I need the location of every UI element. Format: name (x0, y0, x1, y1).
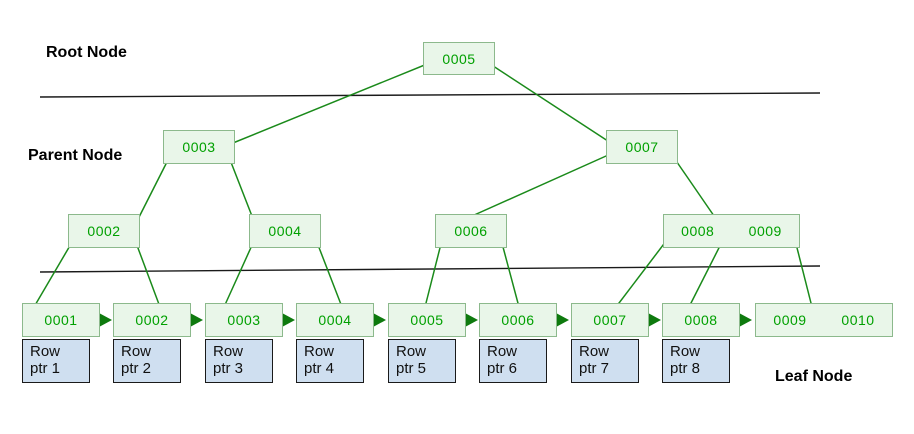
row-ptr-8-line1: Row (670, 343, 701, 360)
row-ptr-5-line2: ptr 5 (396, 360, 427, 377)
row-ptr-4-line1: Row (304, 343, 335, 360)
row-ptr-1-line2: ptr 1 (30, 360, 61, 377)
leaf-node-0008-key-1: 0008 (684, 312, 718, 328)
leaf-node-0005[interactable]: 0005 (388, 303, 466, 337)
row-ptr-2-line1: Row (121, 343, 152, 360)
leaf-node-0004[interactable]: 0004 (296, 303, 374, 337)
row-ptr-5-line1: Row (396, 343, 427, 360)
row-ptr-7-line2: ptr 7 (579, 360, 610, 377)
row-ptr-1-line1: Row (30, 343, 61, 360)
leaf-arrow-3-4-head (282, 313, 295, 327)
row-ptr-8-line2: ptr 8 (670, 360, 701, 377)
leaf-node-0001-key-1: 0001 (44, 312, 78, 328)
separator-root-parent (39, 92, 821, 98)
internal-node-0004[interactable]: 0004 (249, 214, 321, 248)
parent-node-label: Parent Node (28, 147, 123, 164)
leaf-node-label: Leaf Node (775, 368, 853, 385)
leaf-arrow-4-5-head (373, 313, 386, 327)
leaf-node-0006[interactable]: 0006 (479, 303, 557, 337)
internal-node-0006[interactable]: 0006 (435, 214, 507, 248)
internal-node-0004-key-1: 0004 (268, 223, 302, 239)
internal-node-0008-0009-key-2: 0009 (748, 223, 782, 239)
leaf-node-0002-key-1: 0002 (135, 312, 169, 328)
leaf-arrow-5-6-head (465, 313, 478, 327)
row-ptr-4-line2: ptr 4 (304, 360, 335, 377)
leaf-node-0009-0010-key-2: 0010 (841, 312, 875, 328)
leaf-arrow-8-9-head (739, 313, 752, 327)
leaf-arrow-6-7-head (556, 313, 569, 327)
leaf-node-0002[interactable]: 0002 (113, 303, 191, 337)
root-node-0005-key-1: 0005 (442, 50, 476, 67)
parent-node-0007-key-1: 0007 (625, 139, 659, 155)
leaf-node-0004-key-1: 0004 (318, 312, 352, 328)
leaf-node-0007-key-1: 0007 (593, 312, 627, 328)
leaf-node-0005-key-1: 0005 (410, 312, 444, 328)
leaf-node-0009-0010-key-1: 0009 (773, 312, 807, 328)
parent-node-0003-key-1: 0003 (182, 139, 216, 155)
row-ptr-2-line2: ptr 2 (121, 360, 152, 377)
edge-root-to-parent-right (486, 61, 615, 146)
internal-node-0002-key-1: 0002 (87, 223, 121, 239)
leaf-node-0003[interactable]: 0003 (205, 303, 283, 337)
leaf-arrow-2-3-head (190, 313, 203, 327)
leaf-node-0006-key-1: 0006 (501, 312, 535, 328)
leaf-node-0001[interactable]: 0001 (22, 303, 100, 337)
row-ptr-3-line2: ptr 3 (213, 360, 244, 377)
leaf-arrow-1-2-head (99, 313, 112, 327)
leaf-node-0008[interactable]: 0008 (662, 303, 740, 337)
row-ptr-6-line1: Row (487, 343, 518, 360)
internal-node-0008-0009[interactable]: 0008 0009 (663, 214, 800, 248)
row-ptr-3-line1: Row (213, 343, 244, 360)
leaf-node-0007[interactable]: 0007 (571, 303, 649, 337)
root-node-label: Root Node (46, 44, 127, 61)
internal-node-0008-0009-key-1: 0008 (681, 223, 715, 239)
row-ptr-7-line1: Row (579, 343, 610, 360)
root-node-0005[interactable]: 0005 (423, 42, 495, 75)
row-ptr-6-line2: ptr 6 (487, 360, 518, 377)
internal-node-0006-key-1: 0006 (454, 223, 488, 239)
parent-node-0003[interactable]: 0003 (163, 130, 235, 164)
parent-node-0007[interactable]: 0007 (606, 130, 678, 164)
internal-node-0002[interactable]: 0002 (68, 214, 140, 248)
leaf-arrow-7-8-head (648, 313, 661, 327)
edge-root-to-parent-left (227, 61, 433, 146)
leaf-node-0009-0010[interactable]: 0009 0010 (755, 303, 893, 337)
leaf-node-0003-key-1: 0003 (227, 312, 261, 328)
separator-internal-leaf (39, 265, 821, 273)
